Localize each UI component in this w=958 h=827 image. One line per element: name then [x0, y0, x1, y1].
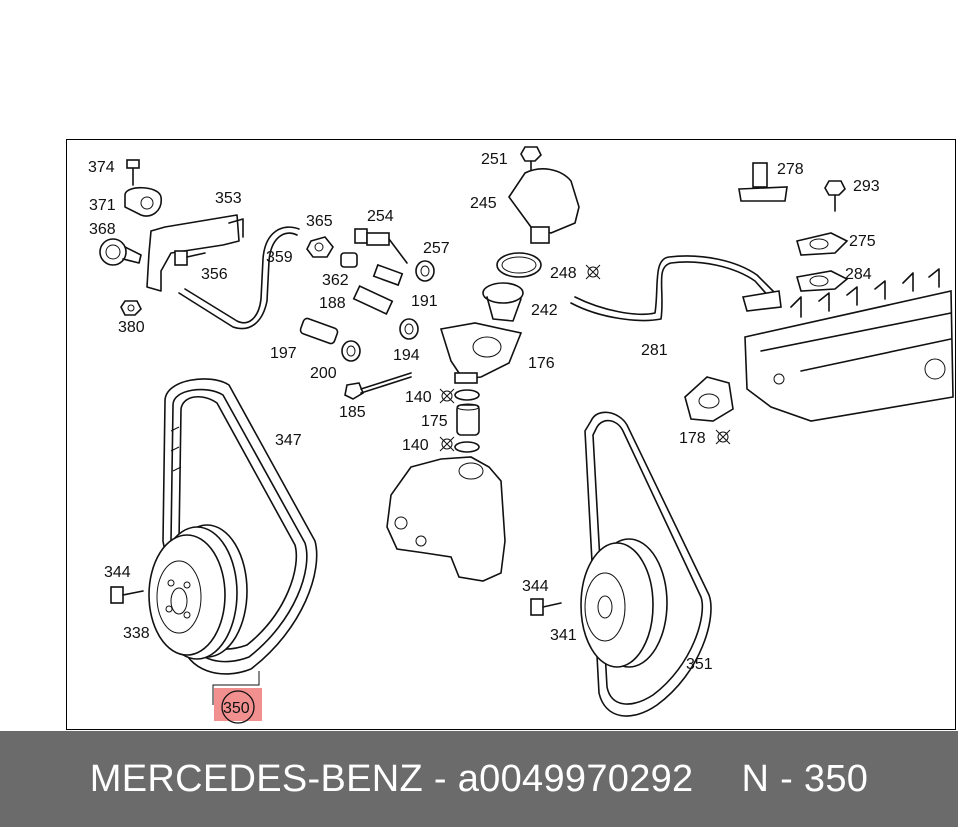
callout-338[interactable]: 338 [123, 625, 150, 642]
water-pump-drawing [386, 456, 506, 582]
callout-242[interactable]: 242 [531, 302, 558, 319]
flange-278-drawing [738, 162, 788, 202]
callout-353[interactable]: 353 [215, 190, 242, 207]
callout-341[interactable]: 341 [550, 627, 577, 644]
gasket-284-drawing [795, 270, 849, 292]
callout-176[interactable]: 176 [528, 355, 555, 372]
gasket-178-drawing [684, 376, 734, 422]
bolt-293-drawing [824, 180, 846, 212]
callout-188[interactable]: 188 [319, 295, 346, 312]
fitting-362-drawing [340, 252, 358, 268]
clamp-368-drawing [99, 238, 142, 266]
callout-275[interactable]: 275 [849, 233, 876, 250]
bolt-185-drawing [344, 372, 412, 400]
callout-350[interactable]: 350 [223, 700, 250, 717]
clip-371-drawing [124, 186, 162, 217]
callout-293[interactable]: 293 [853, 178, 880, 195]
sensor-254-drawing [354, 228, 408, 264]
marker-140b-icon [439, 436, 455, 452]
hose-359-drawing [178, 232, 298, 330]
bolt-344-right-drawing [530, 598, 562, 616]
callout-368[interactable]: 368 [89, 221, 116, 238]
parts-diagram-frame: 374 371 353 368 356 380 365 254 359 362 … [66, 139, 956, 730]
sensor-188-drawing [352, 263, 404, 316]
callout-140-upper[interactable]: 140 [405, 389, 432, 406]
callout-251[interactable]: 251 [481, 151, 508, 168]
part-info-footer: MERCEDES-BENZ - a0049970292 N - 350 [0, 731, 958, 827]
callout-circle-350 [221, 690, 255, 724]
belt-351-drawing [584, 411, 712, 717]
callout-356[interactable]: 356 [201, 266, 228, 283]
bracket-353-drawing [146, 214, 244, 292]
leader-350 [212, 671, 260, 705]
callout-344-right[interactable]: 344 [522, 578, 549, 595]
callout-257[interactable]: 257 [423, 240, 450, 257]
washer-191-drawing [399, 318, 419, 340]
nut-380-drawing [120, 300, 142, 316]
callout-380[interactable]: 380 [118, 319, 145, 336]
callout-365[interactable]: 365 [306, 213, 333, 230]
callout-175[interactable]: 175 [421, 413, 448, 430]
housing-176-drawing [439, 322, 523, 384]
callout-281[interactable]: 281 [641, 342, 668, 359]
bolt-356-drawing [174, 250, 206, 266]
callout-178[interactable]: 178 [679, 430, 706, 447]
washer-200-drawing [341, 340, 361, 362]
callout-278[interactable]: 278 [777, 161, 804, 178]
callout-140-lower[interactable]: 140 [402, 437, 429, 454]
gasket-275-drawing [796, 232, 849, 256]
callout-254[interactable]: 254 [367, 208, 394, 225]
sleeve-175-drawing [456, 403, 480, 436]
marker-248-icon [585, 264, 601, 280]
callout-245[interactable]: 245 [470, 195, 497, 212]
callout-191[interactable]: 191 [411, 293, 438, 310]
hose-281-drawing [570, 261, 772, 322]
exploded-parts-diagram: 374 371 353 368 356 380 365 254 359 362 … [88, 146, 954, 724]
footer-separator: - [433, 757, 447, 800]
pulley-341-drawing [580, 538, 668, 668]
callout-371[interactable]: 371 [89, 197, 116, 214]
marker-140a-icon [439, 388, 455, 404]
bolt-374-drawing [126, 159, 140, 186]
seal-140-lower-drawing [454, 441, 480, 453]
part-number: a0049970292 [457, 757, 694, 800]
thermostat-242-drawing [482, 282, 524, 322]
callout-185[interactable]: 185 [339, 404, 366, 421]
washer-257-drawing [415, 260, 435, 282]
callout-344-left[interactable]: 344 [104, 564, 131, 581]
bolt-344-left-drawing [110, 586, 144, 604]
callout-197[interactable]: 197 [270, 345, 297, 362]
marker-178-icon [715, 429, 731, 445]
callout-362[interactable]: 362 [322, 272, 349, 289]
seal-140-upper-drawing [454, 389, 480, 401]
gasket-248-drawing [496, 252, 542, 278]
fitting-365-drawing [306, 236, 334, 258]
housing-245-drawing [508, 168, 580, 244]
cylinder-head-drawing [744, 268, 954, 422]
callout-194[interactable]: 194 [393, 347, 420, 364]
fitting-197-drawing [299, 317, 339, 345]
pulley-338-drawing [148, 524, 248, 660]
callout-359[interactable]: 359 [266, 249, 293, 266]
flange-281-end-drawing [741, 290, 782, 312]
callout-248[interactable]: 248 [550, 265, 577, 282]
callout-284[interactable]: 284 [845, 266, 872, 283]
callout-347[interactable]: 347 [275, 432, 302, 449]
brand-label: MERCEDES-BENZ [89, 757, 424, 800]
callout-374[interactable]: 374 [88, 159, 115, 176]
item-reference: N - 350 [741, 757, 869, 800]
callout-351[interactable]: 351 [686, 656, 713, 673]
callout-200[interactable]: 200 [310, 365, 337, 382]
